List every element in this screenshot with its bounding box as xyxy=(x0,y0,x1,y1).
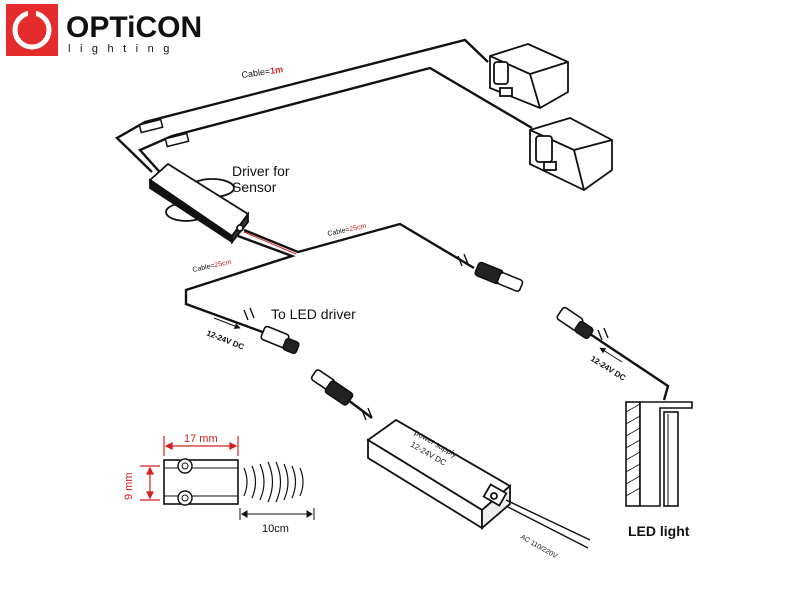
cable-25cm-a-label: Cable=25cm xyxy=(192,259,232,274)
sensor-head-bottom xyxy=(529,117,613,192)
dc-jack-right xyxy=(556,306,670,401)
dc-jack-left xyxy=(260,325,300,355)
dc-plug-top xyxy=(474,261,524,292)
sensor-cables xyxy=(115,38,533,179)
led-light-label: LED light xyxy=(628,523,690,539)
voltage-left-label: 12-24V DC xyxy=(205,329,245,352)
to-led-driver-label: To LED driver xyxy=(271,306,356,322)
cable-break-marks xyxy=(243,253,609,421)
cable-1m-label: Cable=1m xyxy=(241,64,284,80)
sensor-driver-box xyxy=(148,162,250,245)
inline-connector-1 xyxy=(138,118,164,134)
inline-connector-2 xyxy=(164,132,190,148)
driver-for-sensor-label-line1: Driver for xyxy=(232,163,290,179)
width-dimension-label: 17 mm xyxy=(184,433,218,445)
brand-name: OPTiCON xyxy=(66,11,202,44)
dc-plug-psu xyxy=(310,369,373,419)
cable-25cm-b-label: Cable=25cm xyxy=(327,223,367,238)
sensor-dimension-detail: 17 mm 9 mm 10cm xyxy=(123,433,315,535)
voltage-right: 12-24V DC xyxy=(589,347,628,383)
power-supply-unit xyxy=(366,418,591,549)
sensor-head-top xyxy=(489,43,569,109)
brand-tagline: lighting xyxy=(68,43,179,55)
voltage-right-label: 12-24V DC xyxy=(589,354,628,383)
range-dimension-label: 10cm xyxy=(262,523,289,535)
driver-for-sensor-label-line2: Sensor xyxy=(232,179,277,195)
led-light-profile xyxy=(625,401,693,507)
driver-output-cables xyxy=(184,222,475,336)
height-dimension-label: 9 mm xyxy=(123,473,135,501)
ac-input-label: AC 110/220V xyxy=(519,534,558,561)
brand-logo: OPTiCON lighting xyxy=(6,4,202,56)
sensor-wave-icon xyxy=(243,461,304,503)
